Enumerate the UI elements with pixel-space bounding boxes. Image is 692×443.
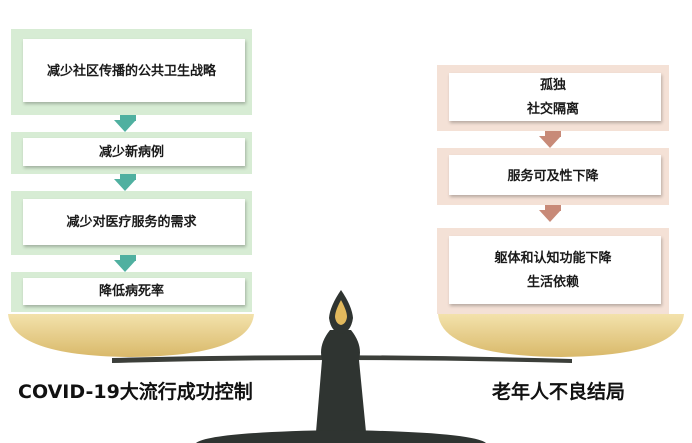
left-step-1-text: 减少社区传播的公共卫生战略 xyxy=(46,64,216,79)
right-step-1-line-2: 社交隔离 xyxy=(526,102,579,117)
left-step-1: 减少社区传播的公共卫生战略 xyxy=(11,29,252,115)
left-step-4: 降低病死率 xyxy=(11,272,252,312)
right-step-3-line-2: 生活依赖 xyxy=(526,275,579,290)
flame-icon xyxy=(335,300,347,325)
left-step-2: 减少新病例 xyxy=(11,132,252,174)
right-step-1: 孤独 社交隔离 xyxy=(437,65,669,131)
down-arrow-icon xyxy=(539,210,561,222)
right-step-2-text: 服务可及性下降 xyxy=(507,168,599,184)
left-step-3: 减少对医疗服务的需求 xyxy=(11,191,252,255)
right-pan xyxy=(438,314,684,357)
left-pan xyxy=(8,314,254,357)
right-step-3: 躯体和认知功能下降 生活依赖 xyxy=(437,228,669,314)
right-arrow-2-stem xyxy=(545,205,561,211)
right-step-2: 服务可及性下降 xyxy=(437,148,669,205)
left-arrow-3-stem xyxy=(120,255,136,261)
left-step-2-text: 减少新病例 xyxy=(98,145,164,160)
right-step-1-line-1: 孤独 xyxy=(539,78,566,93)
right-caption: 老年人不良结局 xyxy=(492,381,626,403)
left-step-4-text: 降低病死率 xyxy=(98,284,164,299)
left-arrow-2-stem xyxy=(120,174,136,180)
right-step-3-line-1: 躯体和认知功能下降 xyxy=(494,251,612,266)
down-arrow-icon xyxy=(114,179,136,191)
left-caption: COVID-19大流行成功控制 xyxy=(18,381,253,403)
scale-post xyxy=(316,330,366,432)
down-arrow-icon xyxy=(114,120,136,132)
left-step-3-text: 减少对医疗服务的需求 xyxy=(66,215,197,230)
left-arrow-1-stem xyxy=(120,115,136,121)
down-arrow-icon xyxy=(114,260,136,272)
right-arrow-1-stem xyxy=(545,131,561,137)
scale-base xyxy=(196,430,486,443)
down-arrow-icon xyxy=(539,136,561,148)
